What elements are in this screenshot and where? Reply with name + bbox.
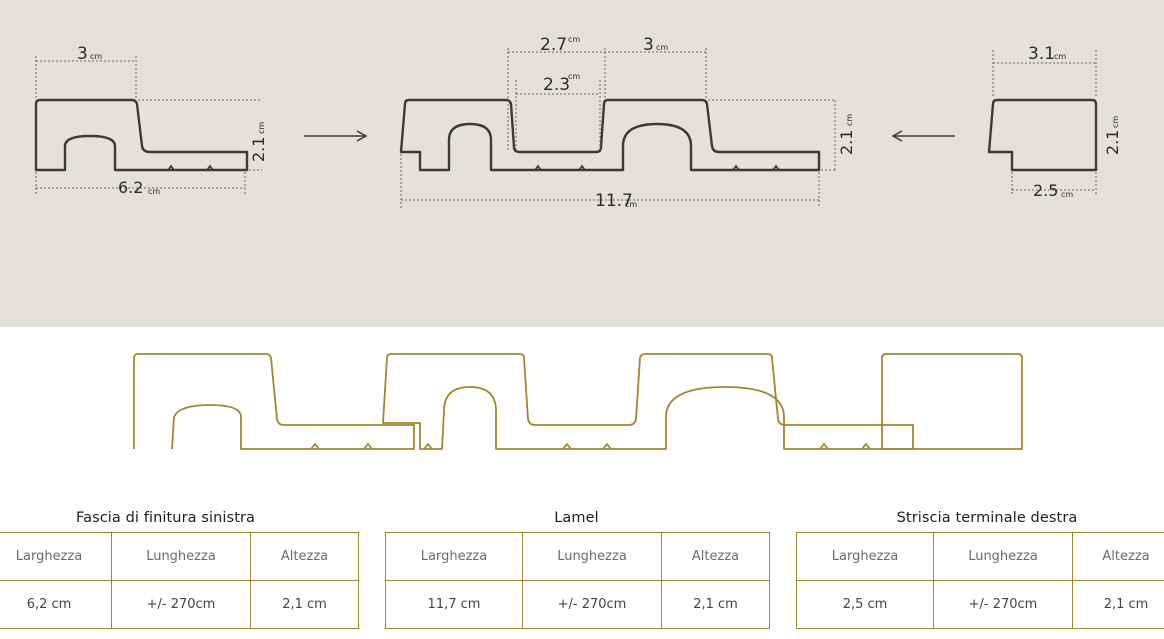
right-top-width-value: 3.1 xyxy=(1028,44,1055,64)
technical-drawing-panel: 3 cm 2.1 cm 6.2 cm xyxy=(0,0,1164,327)
spec-title-left-strip: Fascia di finitura sinistra xyxy=(75,510,256,526)
left-top-width-value: 3 xyxy=(77,44,88,64)
table-row: 2,5 cm +/- 270cm 2,1 cm xyxy=(796,580,1164,629)
gold-lamel-outline xyxy=(382,353,914,450)
center-inner-width-unit: cm xyxy=(568,72,580,81)
left-height-value: 2.1 xyxy=(249,137,268,162)
value-larghezza: 2,5 cm xyxy=(796,580,934,629)
spec-table-lamel: Larghezza Lunghezza Altezza 11,7 cm +/- … xyxy=(385,532,770,629)
technical-drawing-svg: 3 cm 2.1 cm 6.2 cm xyxy=(34,35,1122,211)
table-row: 6,2 cm +/- 270cm 2,1 cm xyxy=(0,580,359,629)
left-bottom-width-unit: cm xyxy=(148,187,160,196)
center-top-right-width-value: 3 xyxy=(643,35,654,55)
table-header-row: Larghezza Lunghezza Altezza xyxy=(0,532,359,581)
center-height-unit: cm xyxy=(845,114,854,126)
gold-lamel-grooves xyxy=(423,443,871,450)
header-larghezza: Larghezza xyxy=(796,532,934,581)
center-top-right-width-unit: cm xyxy=(656,43,668,52)
center-lamel-profile: 2.7 cm 3 cm 2.3 cm 2.1 cm 11.7 cm xyxy=(399,35,856,211)
gold-left-strip-outline xyxy=(133,353,415,450)
right-height-value: 2.1 xyxy=(1103,130,1122,155)
right-profile-outline xyxy=(987,98,1098,172)
left-profile-outline xyxy=(34,98,249,172)
center-top-left-width-value: 2.7 xyxy=(540,35,567,55)
center-height-value: 2.1 xyxy=(837,130,856,155)
left-top-width-unit: cm xyxy=(90,52,102,61)
header-larghezza: Larghezza xyxy=(385,532,523,581)
right-end-strip-profile: 3.1 cm 2.1 cm 2.5 cm xyxy=(987,44,1122,200)
value-altezza: 2,1 cm xyxy=(250,580,359,629)
center-profile-grooves xyxy=(534,164,780,171)
value-lunghezza: +/- 270cm xyxy=(933,580,1073,629)
assembled-profile-drawing xyxy=(0,327,1164,487)
value-larghezza: 6,2 cm xyxy=(0,580,112,629)
assembled-profile-svg xyxy=(133,353,1023,450)
right-bottom-width-value: 2.5 xyxy=(1033,181,1058,200)
header-larghezza: Larghezza xyxy=(0,532,112,581)
right-bottom-width-unit: cm xyxy=(1061,190,1073,199)
header-altezza: Altezza xyxy=(250,532,359,581)
left-finishing-strip-profile: 3 cm 2.1 cm 6.2 cm xyxy=(34,44,268,197)
header-altezza: Altezza xyxy=(661,532,770,581)
center-total-width-value: 11.7 xyxy=(595,191,633,211)
spec-title-right-strip: Striscia terminale destra xyxy=(896,510,1078,526)
gold-right-strip-outline xyxy=(881,353,1023,450)
spec-table-left-strip: Larghezza Lunghezza Altezza 6,2 cm +/- 2… xyxy=(0,532,359,629)
spec-table-right-strip: Larghezza Lunghezza Altezza 2,5 cm +/- 2… xyxy=(796,532,1164,629)
header-lunghezza: Lunghezza xyxy=(522,532,662,581)
gold-left-grooves xyxy=(310,443,373,450)
header-altezza: Altezza xyxy=(1072,532,1164,581)
table-header-row: Larghezza Lunghezza Altezza xyxy=(796,532,1164,581)
value-lunghezza: +/- 270cm xyxy=(522,580,662,629)
spec-title-lamel: Lamel xyxy=(554,510,599,526)
table-row: 11,7 cm +/- 270cm 2,1 cm xyxy=(385,580,770,629)
header-lunghezza: Lunghezza xyxy=(111,532,251,581)
center-total-width-unit: cm xyxy=(625,200,637,209)
right-top-width-unit: cm xyxy=(1054,52,1066,61)
header-lunghezza: Lunghezza xyxy=(933,532,1073,581)
value-lunghezza: +/- 270cm xyxy=(111,580,251,629)
arrow-left-icon xyxy=(891,130,955,142)
value-altezza: 2,1 cm xyxy=(661,580,770,629)
table-header-row: Larghezza Lunghezza Altezza xyxy=(385,532,770,581)
center-inner-width-value: 2.3 xyxy=(543,75,570,95)
value-altezza: 2,1 cm xyxy=(1072,580,1164,629)
center-top-left-width-unit: cm xyxy=(568,35,580,44)
arrow-right-icon xyxy=(304,130,368,142)
value-larghezza: 11,7 cm xyxy=(385,580,523,629)
left-height-unit: cm xyxy=(257,122,266,134)
left-profile-grooves xyxy=(167,164,214,171)
right-height-unit: cm xyxy=(1111,116,1120,128)
center-profile-outline xyxy=(399,98,821,172)
left-bottom-width-value: 6.2 xyxy=(118,178,143,197)
